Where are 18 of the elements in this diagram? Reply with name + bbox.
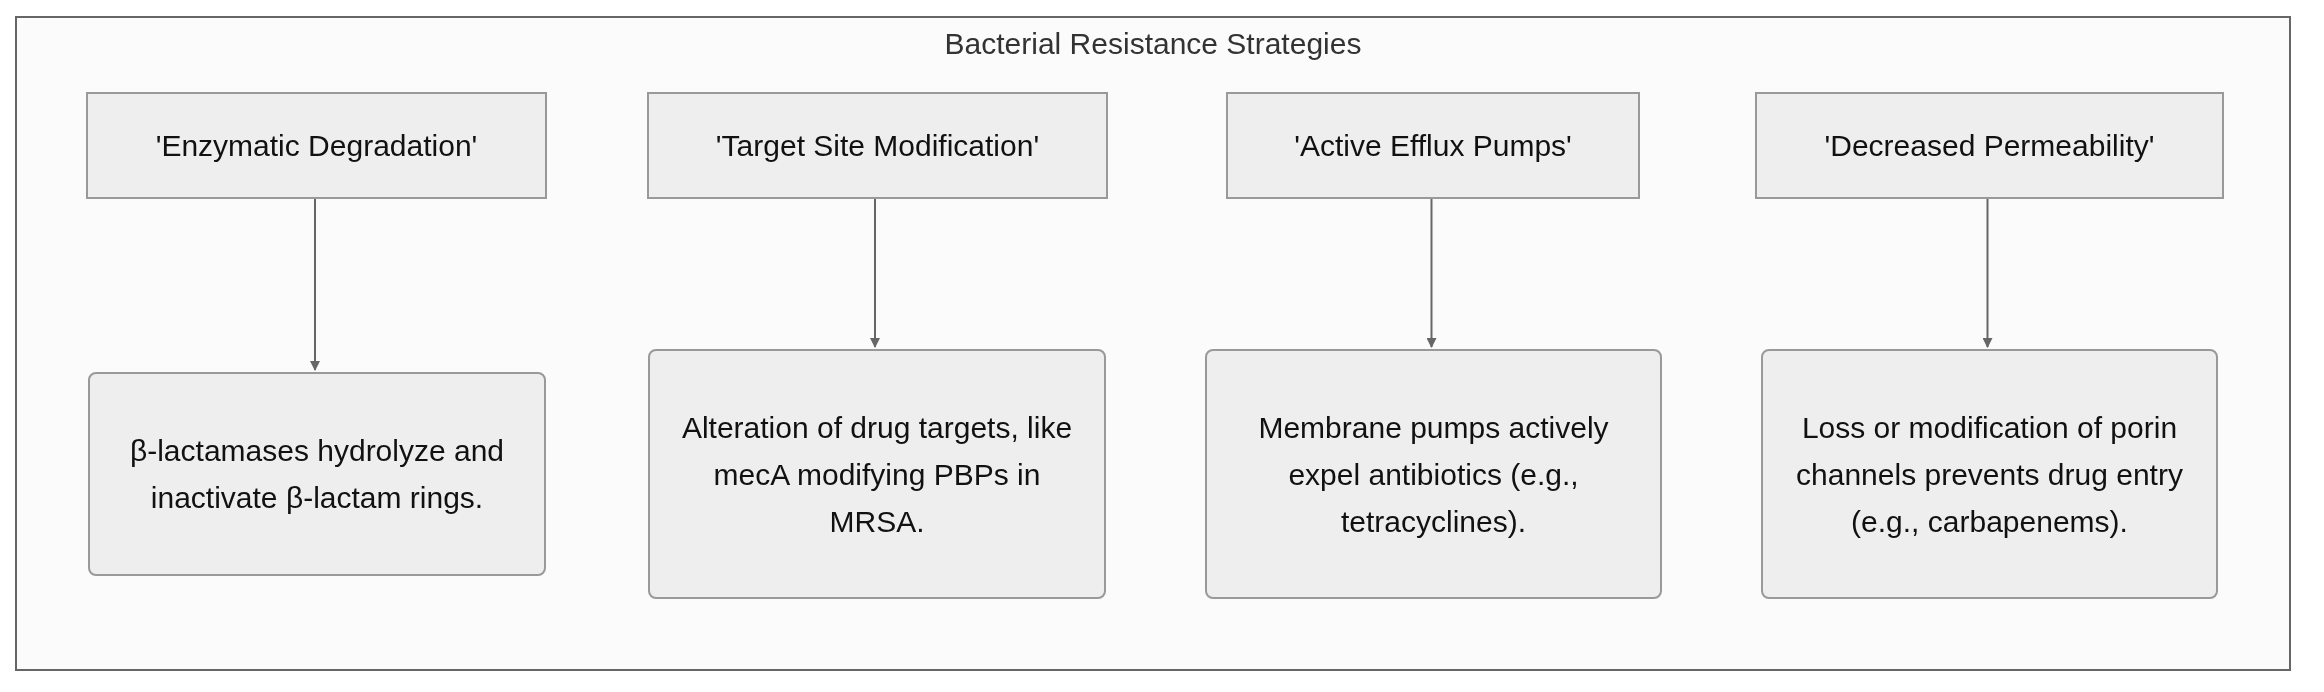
description-box: [648, 349, 1106, 599]
description-box: [88, 372, 546, 576]
category-box: [1226, 92, 1640, 199]
cluster-frame: [15, 16, 2291, 671]
description-box: [1761, 349, 2218, 599]
description-text: β-lactamases hydrolyze and inactivate β-lactam rings.: [128, 433, 506, 516]
category-label: 'Enzymatic Degradation': [155, 128, 478, 164]
category-box: [647, 92, 1108, 199]
category-box: [1755, 92, 2224, 199]
description-text: Alteration of drug targets, like mecA modifying PBPs in MRSA.: [680, 409, 1074, 540]
category-label: 'Decreased Permeability': [1824, 128, 2155, 164]
description-text: Loss or modification of porin channels prevents drug entry (e.g., carbapenems).: [1795, 409, 2184, 540]
category-label: 'Active Efflux Pumps': [1294, 128, 1572, 164]
cluster-title: Bacterial Resistance Strategies: [944, 26, 1362, 62]
category-box: [86, 92, 547, 199]
category-label: 'Target Site Modification': [715, 128, 1040, 164]
description-text: Membrane pumps actively expel antibiotics (e.g., tetracyclines).: [1257, 409, 1610, 540]
description-box: [1205, 349, 1662, 599]
